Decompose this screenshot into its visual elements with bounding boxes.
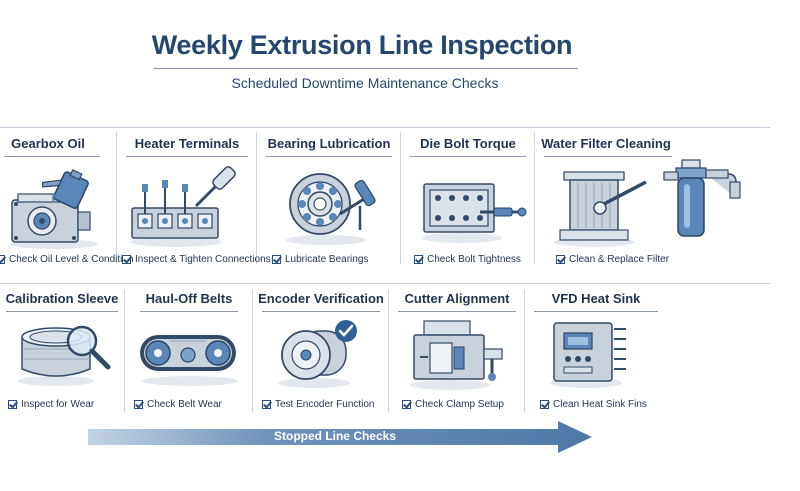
card-title-underline: [126, 156, 248, 157]
title-underline: [154, 68, 578, 69]
page-subtitle: Scheduled Downtime Maintenance Checks: [231, 75, 499, 91]
checkbox-checked-icon: [0, 255, 5, 264]
gearbox-oil-icon: [10, 169, 98, 249]
checkbox-checked-icon: [262, 400, 271, 409]
haul-off-belts-icon: [140, 335, 238, 386]
card-title-underline: [534, 311, 658, 312]
card-encoder-verification: Encoder Verification Test Encoder Functi…: [254, 291, 388, 415]
card-title: Gearbox Oil: [11, 136, 85, 151]
row2-separator: [388, 290, 389, 412]
row2-top-rule: [0, 283, 770, 284]
card-die-bolt-torque: Die Bolt Torque Check Bolt Tightness: [402, 136, 534, 266]
die-bolt-icon: [422, 183, 527, 243]
process-arrow-icon: [88, 421, 592, 453]
checkbox-checked-icon: [272, 255, 281, 264]
check-label: Inspect for Wear: [21, 399, 95, 410]
row1-separator: [400, 132, 401, 264]
check-label: Inspect & Tighten Connections: [135, 254, 271, 265]
checkbox-checked-icon: [556, 255, 565, 264]
check-label: Test Encoder Function: [275, 399, 375, 410]
checklist-item: Lubricate Bearings: [272, 254, 368, 265]
cutter-icon: [410, 320, 503, 390]
card-title-underline: [410, 156, 526, 157]
card-title-underline: [266, 156, 392, 157]
checklist-item: Check Belt Wear: [134, 399, 222, 410]
row1-top-rule: [0, 127, 770, 128]
check-label: Check Belt Wear: [147, 399, 222, 410]
card-cutter-alignment: Cutter Alignment Check Clamp Setup: [390, 291, 524, 415]
check-label: Check Oil Level & Condition: [9, 254, 134, 265]
check-label: Clean & Replace Filter: [569, 254, 670, 265]
checkbox-checked-icon: [134, 400, 143, 409]
card-title: Cutter Alignment: [404, 291, 510, 306]
heater-terminals-icon: [130, 166, 236, 247]
card-title: Heater Terminals: [134, 136, 240, 151]
checkbox-checked-icon: [414, 255, 423, 264]
card-title-underline: [544, 156, 672, 157]
card-calibration-sleeve: Calibration Sleeve Inspect for Wear: [0, 291, 124, 415]
checklist-item: Inspect & Tighten Connections: [122, 254, 271, 265]
row2-separator: [124, 290, 125, 412]
page-title: Weekly Extrusion Line Inspection: [151, 30, 573, 60]
card-title-underline: [398, 311, 516, 312]
card-title: Calibration Sleeve: [5, 291, 119, 306]
checkbox-checked-icon: [8, 400, 17, 409]
checklist-item: Inspect for Wear: [8, 399, 94, 410]
checkbox-checked-icon: [402, 400, 411, 409]
checkbox-checked-icon: [122, 255, 131, 264]
card-water-filter-cleaning: Water Filter Cleaning Clean & Replace Fi…: [536, 136, 776, 266]
card-gearbox-oil: Gearbox Oil Check Oil Level & Condition: [0, 136, 134, 266]
card-title-underline: [140, 311, 238, 312]
checkbox-checked-icon: [540, 400, 549, 409]
check-label: Check Clamp Setup: [415, 399, 504, 410]
card-title-underline: [4, 156, 100, 157]
card-vfd-heat-sink: VFD Heat Sink Clean Heat Sink Fins: [526, 291, 666, 415]
row1-separator: [116, 132, 117, 264]
check-label: Check Bolt Tightness: [427, 254, 521, 265]
card-title-underline: [262, 311, 380, 312]
card-title: Haul-Off Belts: [145, 291, 233, 306]
checklist-item: Test Encoder Function: [262, 399, 375, 410]
row2-separator: [524, 290, 525, 412]
bearing-icon: [286, 173, 376, 245]
row1-separator: [256, 132, 257, 264]
calibration-sleeve-icon: [18, 325, 111, 386]
check-label: Clean Heat Sink Fins: [553, 399, 647, 410]
card-title: Bearing Lubrication: [267, 136, 391, 151]
water-filter-icon: [554, 159, 741, 247]
check-label: Lubricate Bearings: [285, 254, 369, 265]
checklist-item: Check Clamp Setup: [402, 399, 504, 410]
checklist-item: Check Oil Level & Condition: [0, 254, 134, 265]
arrow-label: Stopped Line Checks: [273, 429, 397, 443]
card-title: Water Filter Cleaning: [541, 136, 671, 151]
row1-separator: [534, 132, 535, 264]
card-title: Encoder Verification: [258, 291, 384, 306]
checklist-item: Clean & Replace Filter: [556, 254, 669, 265]
card-haul-off-belts: Haul-Off Belts Check Belt Wear: [126, 291, 252, 415]
card-heater-terminals: Heater Terminals Inspect & Tighten Conne…: [118, 136, 271, 266]
card-title: Die Bolt Torque: [420, 136, 516, 151]
vfd-heat-sink-icon: [550, 322, 626, 388]
card-title: VFD Heat Sink: [551, 291, 641, 306]
encoder-icon: [278, 320, 357, 388]
checklist-item: Clean Heat Sink Fins: [540, 399, 647, 410]
card-title-underline: [6, 311, 118, 312]
checklist-item: Check Bolt Tightness: [414, 254, 521, 265]
row2-separator: [252, 290, 253, 412]
card-bearing-lubrication: Bearing Lubrication Lubricate Bearings: [258, 136, 400, 266]
